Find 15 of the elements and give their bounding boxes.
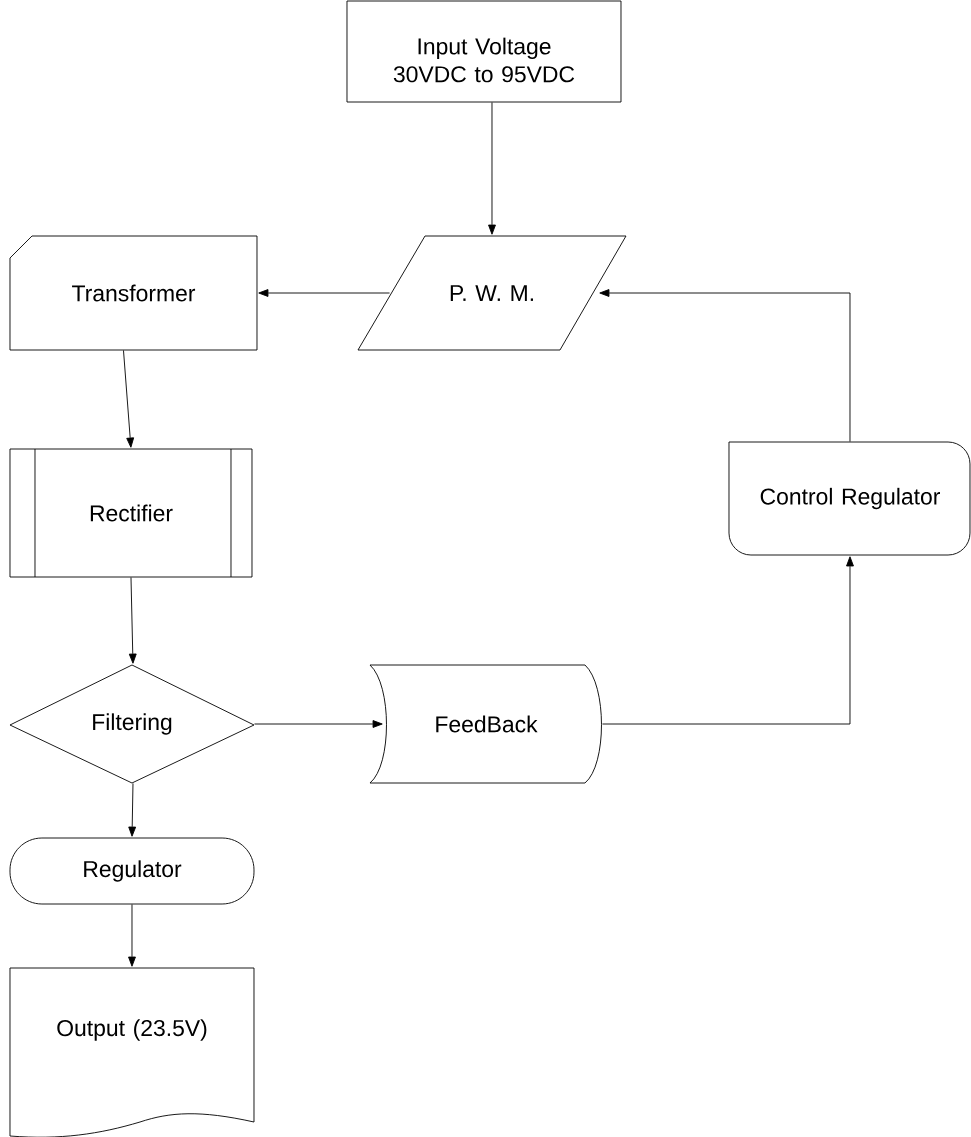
arrow	[258, 289, 390, 297]
input-box: Input Voltage 30VDC to 95VDC	[346, 0, 622, 103]
arrow	[599, 289, 851, 442]
rounded-box: Control Regulator	[728, 441, 971, 556]
arrow	[128, 904, 136, 967]
arrow	[602, 556, 854, 725]
arrow	[488, 102, 496, 235]
stored-data-shape: FeedBack	[369, 664, 602, 784]
parallelogram: P. W. M.	[357, 235, 627, 351]
arrow	[254, 720, 383, 728]
arrow	[128, 577, 137, 664]
document-shape: Output (23.5V)	[9, 967, 255, 1137]
arrow	[128, 783, 137, 837]
arrow	[123, 350, 135, 448]
process-box: Rectifier	[9, 448, 253, 578]
